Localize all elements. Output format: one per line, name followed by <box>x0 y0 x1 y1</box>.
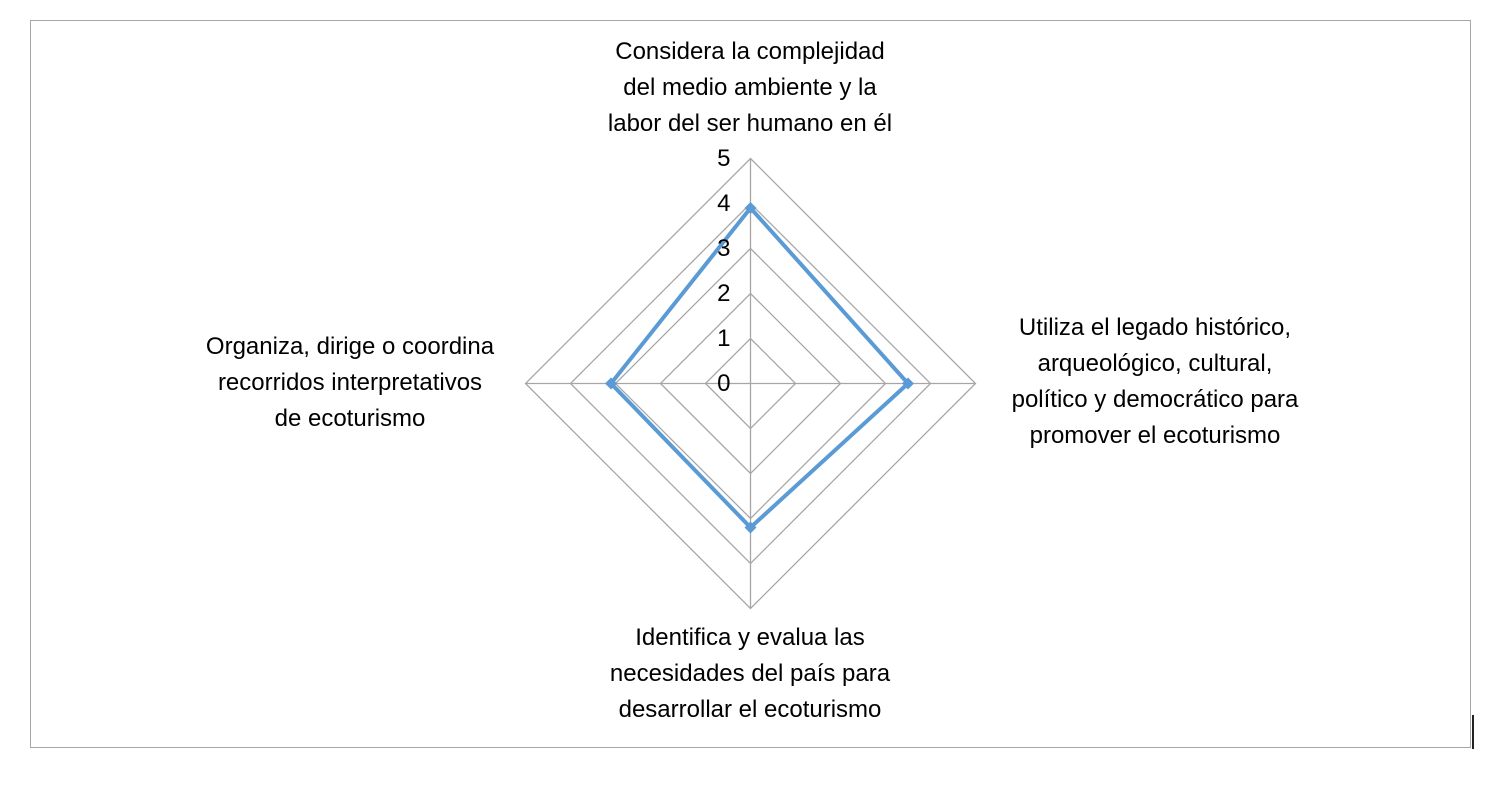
tick-label: 0 <box>717 369 731 397</box>
label-line: arqueológico, cultural, <box>1037 350 1273 377</box>
tick-label: 5 <box>717 144 731 172</box>
tick-label: 1 <box>717 324 731 352</box>
axis-label-left: Organiza, dirige o coordina recorridos i… <box>150 329 550 437</box>
label-line: político y democrático para <box>1011 386 1299 413</box>
label-line: desarrollar el ecoturismo <box>618 696 882 723</box>
tick-label: 2 <box>717 279 731 307</box>
label-line: Organiza, dirige o coordina <box>205 333 495 360</box>
tick-label: 4 <box>717 189 731 217</box>
label-line: necesidades del país para <box>609 660 891 687</box>
data-markers <box>605 202 914 534</box>
data-point-marker[interactable] <box>744 521 757 534</box>
data-point-marker[interactable] <box>605 377 617 390</box>
label-line: Utiliza el legado histórico, <box>1018 314 1292 341</box>
tick-label: 3 <box>717 234 731 262</box>
data-series-polygon[interactable] <box>608 204 911 531</box>
label-line: recorridos interpretativos <box>217 369 483 396</box>
radar-grid <box>524 157 977 610</box>
label-line: Considera la complejidad <box>615 38 885 65</box>
label-line: del medio ambiente y la <box>623 74 877 101</box>
label-line: Identifica y evalua las <box>635 624 865 651</box>
data-point-marker[interactable] <box>902 377 914 390</box>
label-line: de ecoturismo <box>274 405 426 432</box>
selection-handle <box>1472 715 1474 749</box>
axis-label-bottom: Identifica y evalua las necesidades del … <box>550 620 950 728</box>
data-point-marker[interactable] <box>744 202 757 214</box>
label-line: labor del ser humano en él <box>607 110 893 137</box>
axis-label-right: Utiliza el legado histórico, arqueológic… <box>955 310 1355 454</box>
label-line: promover el ecoturismo <box>1029 422 1281 449</box>
axis-label-top: Considera la complejidad del medio ambie… <box>550 34 950 142</box>
